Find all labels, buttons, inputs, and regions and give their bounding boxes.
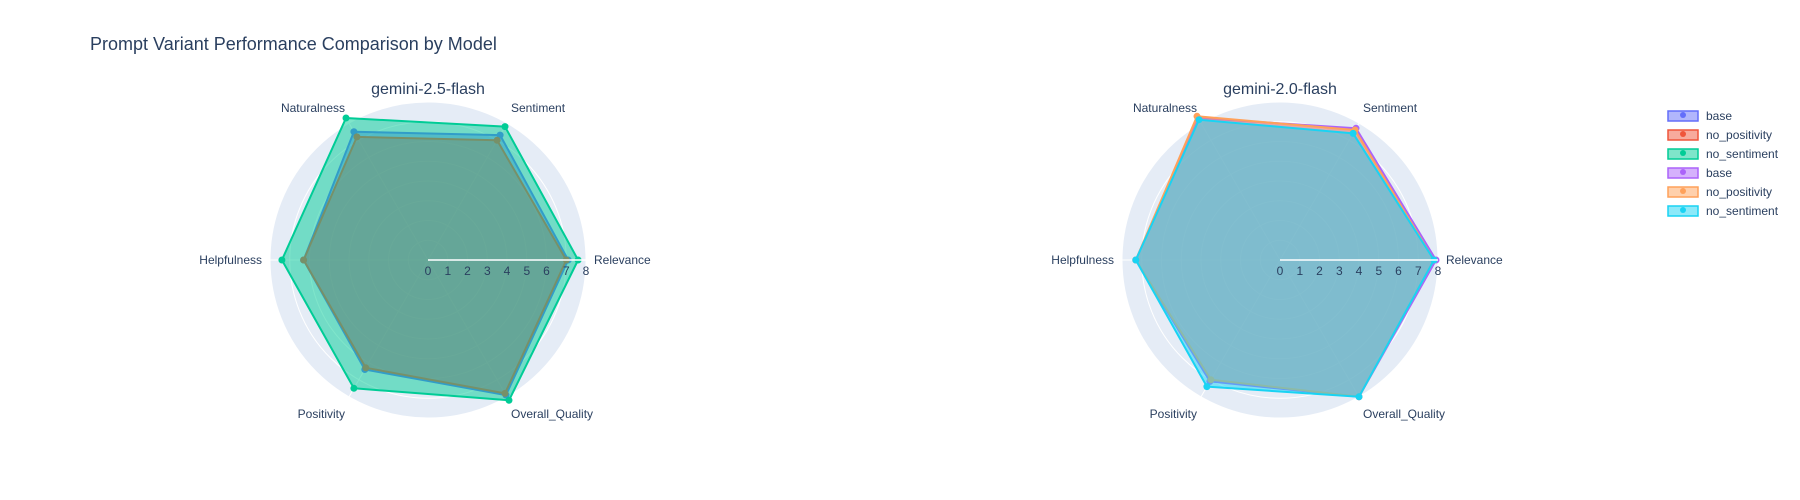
angular-axis-label: Helpfulness: [199, 253, 262, 267]
radial-tick-label: 2: [464, 264, 471, 278]
data-point-no_sentiment-Naturalness[interactable]: [1195, 116, 1203, 124]
angular-axis-label: Sentiment: [1363, 101, 1418, 115]
data-point-no_sentiment-Overall_Quality[interactable]: [505, 396, 513, 404]
subplot-title: gemini-2.0-flash: [1223, 81, 1337, 98]
legend-marker: [1680, 150, 1686, 156]
legend-marker: [1680, 188, 1686, 194]
radial-tick-label: 0: [425, 264, 432, 278]
radial-tick-label: 4: [504, 264, 511, 278]
legend-marker: [1680, 207, 1686, 213]
radial-tick-label: 8: [1435, 264, 1442, 278]
data-point-no_sentiment-Naturalness[interactable]: [342, 114, 350, 122]
angular-axis-label: Positivity: [298, 407, 345, 421]
data-point-no_sentiment-Positivity[interactable]: [350, 384, 358, 392]
radial-tick-label: 6: [1395, 264, 1402, 278]
legend-item-no_positivity[interactable]: no_positivity: [1667, 185, 1772, 199]
legend-marker: [1680, 169, 1686, 175]
data-point-no_sentiment-Positivity[interactable]: [1203, 383, 1211, 391]
radial-tick-label: 3: [1336, 264, 1343, 278]
radial-tick-label: 5: [1375, 264, 1382, 278]
data-point-no_sentiment-Sentiment[interactable]: [501, 123, 509, 131]
angular-axis-label: Overall_Quality: [511, 407, 593, 421]
radial-tick-label: 3: [484, 264, 491, 278]
radial-tick-label: 0: [1277, 264, 1284, 278]
subplot-title: gemini-2.5-flash: [371, 81, 485, 98]
radial-tick-label: 4: [1356, 264, 1363, 278]
radial-tick-label: 8: [583, 264, 590, 278]
angular-axis-label: Positivity: [1150, 407, 1197, 421]
legend-label: no_positivity: [1706, 185, 1772, 199]
legend-item-no_sentiment[interactable]: no_sentiment: [1667, 204, 1779, 218]
angular-axis-label: Sentiment: [511, 101, 566, 115]
data-point-no_sentiment-Sentiment[interactable]: [1349, 129, 1357, 137]
legend-item-no_positivity[interactable]: no_positivity: [1667, 128, 1772, 142]
legend-item-no_sentiment[interactable]: no_sentiment: [1667, 147, 1779, 161]
legend-marker: [1680, 112, 1686, 118]
radial-tick-label: 6: [543, 264, 550, 278]
angular-axis-label: Naturalness: [281, 101, 345, 115]
legend[interactable]: baseno_positivityno_sentimentbaseno_posi…: [1667, 109, 1779, 218]
radial-tick-label: 7: [563, 264, 570, 278]
legend-label: base: [1706, 166, 1732, 180]
legend-label: no_positivity: [1706, 128, 1772, 142]
angular-axis-label: Relevance: [594, 253, 651, 267]
angular-axis-label: Relevance: [1446, 253, 1503, 267]
legend-label: no_sentiment: [1706, 147, 1779, 161]
radial-tick-label: 5: [523, 264, 530, 278]
angular-axis-label: Helpfulness: [1051, 253, 1114, 267]
angular-axis-label: Overall_Quality: [1363, 407, 1445, 421]
legend-marker: [1680, 131, 1686, 137]
legend-item-base[interactable]: base: [1667, 166, 1732, 180]
legend-label: no_sentiment: [1706, 204, 1779, 218]
angular-axis-label: Naturalness: [1133, 101, 1197, 115]
data-point-no_sentiment-Helpfulness[interactable]: [278, 256, 286, 264]
figure-title: Prompt Variant Performance Comparison by…: [90, 34, 497, 54]
data-point-no_sentiment-Overall_Quality[interactable]: [1355, 393, 1363, 401]
radial-tick-label: 1: [444, 264, 451, 278]
radial-tick-label: 7: [1415, 264, 1422, 278]
radial-tick-label: 2: [1316, 264, 1323, 278]
data-point-no_sentiment-Helpfulness[interactable]: [1132, 256, 1140, 264]
legend-label: base: [1706, 109, 1732, 123]
legend-item-base[interactable]: base: [1667, 109, 1732, 123]
radial-tick-label: 1: [1296, 264, 1303, 278]
